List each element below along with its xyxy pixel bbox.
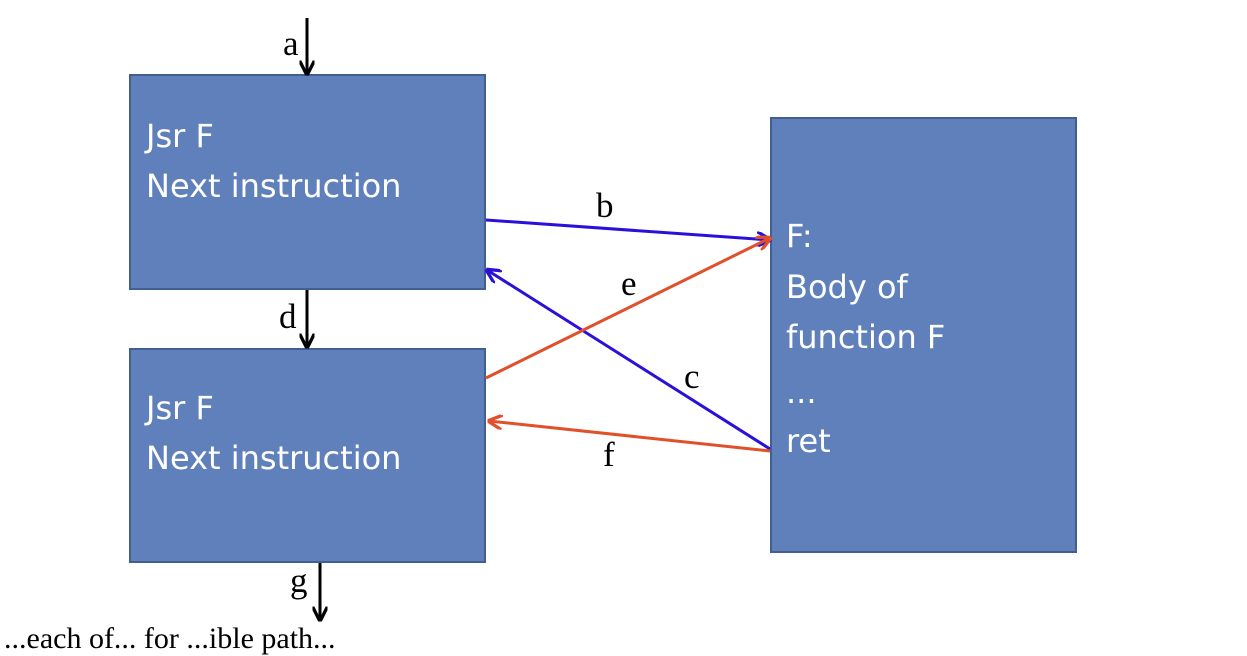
edges-layer <box>0 18 1247 639</box>
edge-label-f: f <box>603 435 615 474</box>
function-ret: ret <box>786 422 831 460</box>
cut-off-caption: ...each of... for ...ible path... <box>4 622 336 655</box>
edge-label-c: c <box>684 357 700 396</box>
caller-bottom-line2: Next instruction <box>146 439 402 477</box>
caller-top-line1: Jsr F <box>146 117 214 155</box>
edge-c-arrow <box>487 270 771 451</box>
edge-e-arrow <box>485 238 770 380</box>
edge-label-g: g <box>290 561 308 600</box>
caller-bottom-line1: Jsr F <box>146 389 214 427</box>
function-ellipsis: ... <box>786 373 817 411</box>
function-label: F: <box>786 217 813 255</box>
caller-box-bottom: Jsr F Next instruction <box>129 348 486 563</box>
edge-label-a: a <box>283 24 299 63</box>
edge-b-arrow <box>485 218 770 240</box>
edge-f-arrow <box>489 421 771 453</box>
edge-label-b: b <box>596 186 614 225</box>
function-box: F: Body of function F ... ret <box>770 117 1077 553</box>
function-body-line1: Body of <box>786 268 908 306</box>
jsr-call-return-diagram: Jsr F Next instruction Jsr F Next instru… <box>0 18 1247 655</box>
caller-box-top: Jsr F Next instruction <box>129 74 486 290</box>
function-body-line2: function F <box>786 318 946 356</box>
caller-top-line2: Next instruction <box>146 167 402 205</box>
edge-label-e: e <box>621 264 637 303</box>
edge-label-d: d <box>279 297 297 336</box>
